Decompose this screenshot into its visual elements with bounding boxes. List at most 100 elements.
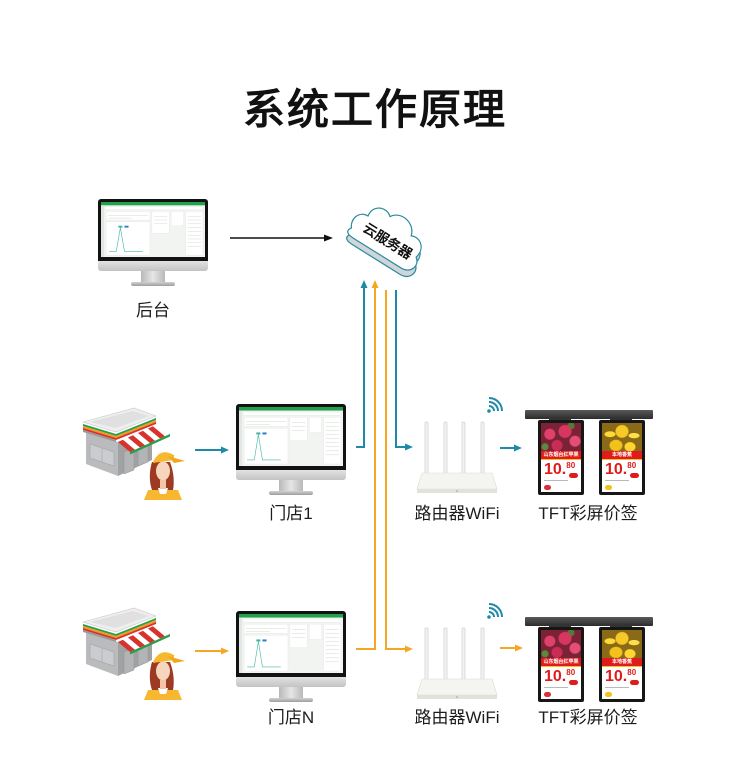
product-image-bananas: [602, 423, 642, 451]
storeN-illustration: [81, 607, 185, 700]
flow-cloud-to-router1: [395, 290, 413, 451]
monitor-chin: [236, 470, 346, 480]
dashboard-sidebar: [239, 617, 243, 673]
product-name: 山东烟台红苹果: [541, 658, 581, 667]
tagsN-label: TFT彩屏价签: [538, 708, 638, 727]
price-tag: 本地香蕉 10.80: [599, 420, 645, 495]
router1-label: 路由器WiFi: [414, 504, 500, 523]
monitor-stand: [279, 687, 303, 698]
flow-store1-to-monitor1: [195, 446, 229, 454]
store1-monitor: [236, 404, 346, 495]
dashboard-screen: [101, 202, 205, 257]
backend-monitor: [98, 199, 208, 286]
monitor-stand: [279, 480, 303, 491]
product-price: 10.80: [605, 461, 637, 478]
wifi-signal-icon: [487, 603, 503, 619]
storeN-monitor: [236, 611, 346, 702]
dashboard-line-chart: [109, 227, 143, 252]
promo-badge: [630, 473, 639, 478]
router-body: [416, 678, 498, 696]
arrowhead-icon: [515, 644, 523, 652]
flow-monitorN-to-cloud: [356, 280, 379, 650]
dashboard-line-chart: [247, 434, 281, 461]
tag-hanger: [610, 625, 632, 628]
dashboard-sidebar: [101, 205, 105, 257]
price-tag: 山东烟台红苹果 10.80: [538, 420, 584, 495]
arrowhead-icon: [371, 280, 379, 288]
dashboard-line-chart: [247, 641, 281, 668]
store-clerk-icon: [144, 452, 185, 500]
dashboard-screen: [239, 407, 343, 466]
fruit-thumbnail: [544, 485, 551, 490]
router1-icon: [416, 421, 498, 493]
flow-monitor1-to-cloud: [356, 280, 368, 448]
product-image-apples: [541, 630, 581, 658]
dashboard-panels: [242, 411, 342, 465]
product-name: 山东烟台红苹果: [541, 451, 581, 460]
router-body: [416, 472, 498, 490]
router-antennas: [424, 627, 485, 682]
store1-illustration: [81, 407, 185, 500]
store-awning-icon: [118, 624, 170, 655]
tag-hanger: [549, 625, 571, 628]
arrowhead-icon: [221, 446, 229, 454]
dashboard-header-bar: [101, 202, 205, 206]
tft-price-tags-N: 山东烟台红苹果 10.80 本地香蕉 10.80: [525, 617, 655, 707]
arrowhead-icon: [221, 647, 229, 655]
router-antennas: [424, 421, 485, 476]
tft-price-tags-1: 山东烟台红苹果 10.80 本地香蕉 10.80: [525, 410, 655, 500]
arrowhead-icon: [360, 280, 368, 288]
product-name: 本地香蕉: [602, 451, 642, 460]
product-price: 10.80: [544, 668, 576, 685]
product-price: 10.80: [544, 461, 576, 478]
dashboard-header-bar: [239, 614, 343, 618]
arrowhead-icon: [405, 443, 413, 451]
arrowhead-icon: [514, 444, 522, 452]
dashboard-header-bar: [239, 407, 343, 411]
wifi-signal-icon: [487, 397, 503, 413]
monitor-bezel: [236, 404, 346, 470]
arrowhead-icon: [405, 645, 413, 653]
product-image-bananas: [602, 630, 642, 658]
tag-hanger: [549, 418, 571, 421]
fruit-thumbnail: [605, 485, 612, 490]
monitor-base: [269, 491, 313, 495]
product-name: 本地香蕉: [602, 658, 642, 667]
price-tag: 本地香蕉 10.80: [599, 627, 645, 702]
store-building-icon: [81, 607, 157, 676]
backend-label: 后台: [136, 301, 170, 320]
monitor-bezel: [98, 199, 208, 261]
monitor-base: [269, 698, 313, 702]
flow-routerN-to-tags: [500, 644, 523, 652]
routerN-label: 路由器WiFi: [414, 708, 500, 727]
shelf-rail: [525, 410, 653, 419]
monitor-chin: [236, 677, 346, 687]
flow-cloud-to-routerN: [385, 290, 413, 653]
monitor-bezel: [236, 611, 346, 677]
promo-badge: [569, 680, 578, 685]
tags1-label: TFT彩屏价签: [538, 504, 638, 523]
page-title: 系统工作原理: [242, 86, 507, 133]
promo-badge: [630, 680, 639, 685]
storeN-label: 门店N: [267, 708, 315, 727]
shelf-rail: [525, 617, 653, 626]
cloud-server: 云服务器: [346, 207, 422, 278]
tag-hanger: [610, 418, 632, 421]
dashboard-screen: [239, 614, 343, 673]
monitor-stand: [141, 271, 165, 282]
flow-router1-to-tags: [500, 444, 522, 452]
flow-backend-to-cloud: [230, 234, 333, 242]
promo-badge: [569, 473, 578, 478]
fruit-thumbnail: [605, 692, 612, 697]
product-price: 10.80: [605, 668, 637, 685]
store-clerk-icon: [144, 652, 185, 700]
cloud-icon: [347, 207, 422, 271]
flow-storeN-to-monitorN: [195, 647, 229, 655]
store1-label: 门店1: [269, 504, 313, 523]
product-image-apples: [541, 423, 581, 451]
price-tag: 山东烟台红苹果 10.80: [538, 627, 584, 702]
store-awning-icon: [118, 424, 170, 455]
routerN-icon: [416, 627, 498, 699]
arrowhead-icon: [324, 234, 333, 242]
